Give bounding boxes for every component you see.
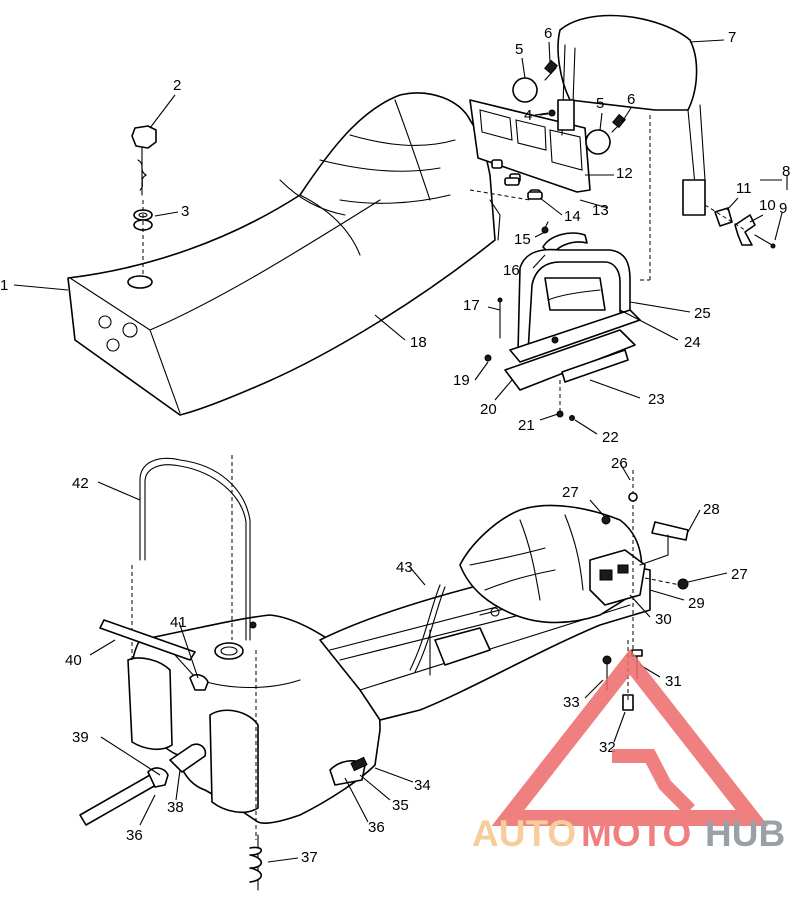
callout-38: 38 [167,799,184,816]
rack-fasteners [484,297,575,421]
callout-3: 3 [181,203,189,220]
fuel-line-36 [79,743,207,826]
callout-2: 2 [173,77,181,94]
callout-16: 16 [503,262,520,279]
callout-7: 7 [728,29,736,46]
callout-5b: 5 [596,95,604,112]
rear-seat-cushion [459,504,646,624]
rear-bracket [601,470,689,660]
watermark-logo-triangle [491,649,769,826]
watermark-triangle-inner [612,749,695,815]
backrest-pad [557,14,706,280]
callout-11: 11 [736,180,752,197]
callout-40: 40 [65,652,82,669]
vent-line [131,455,257,660]
callout-14: 14 [564,208,581,225]
callout-23: 23 [648,391,665,408]
callout-30: 30 [655,611,672,628]
callout-15: 15 [514,231,531,248]
callout-18: 18 [410,334,427,351]
callout-5a: 5 [515,41,523,58]
watermark-hub: HUB [705,813,785,854]
callout-6a: 6 [544,25,552,42]
callout-8: 8 [782,163,790,180]
fuel-cap [131,125,157,196]
fuel-line-40 [99,619,209,691]
callout-39: 39 [72,729,89,746]
rack-plate [504,329,636,391]
callout-32: 32 [599,739,616,756]
watermark-triangle-outer [491,649,769,826]
callout-9: 9 [779,200,787,217]
callout-36a: 36 [126,827,143,844]
automotohub-watermark: AUTO MOTO HUB [472,649,785,854]
callout-17: 17 [463,297,480,314]
callout-34: 34 [414,777,431,794]
callout-21: 21 [518,417,535,434]
callout-13: 13 [592,202,609,219]
callout-29: 29 [688,595,705,612]
tank-spring [249,650,263,891]
callout-27a: 27 [562,484,579,501]
screw-4 [539,109,556,117]
callout-22: 22 [602,429,619,446]
callout-31: 31 [665,673,682,690]
callout-26: 26 [611,455,628,472]
callout-labels: 1 2 3 4 5 6 5 6 7 8 9 10 11 12 13 14 15 … [0,25,790,866]
callout-35: 35 [392,797,409,814]
callout-27b: 27 [731,566,748,583]
callout-25: 25 [694,305,711,322]
watermark-auto: AUTO [472,813,576,854]
callout-20: 20 [480,401,497,418]
callout-37: 37 [301,849,318,866]
cover-disc-left [512,59,558,103]
knob-assembly [704,204,776,249]
seat [67,92,501,416]
callout-19: 19 [453,372,470,389]
callout-10: 10 [759,197,776,214]
callout-4: 4 [524,107,532,124]
callout-12: 12 [616,165,633,182]
callout-28: 28 [703,501,720,518]
watermark-moto: MOTO [581,813,691,854]
callout-36b: 36 [368,819,385,836]
callout-33: 33 [563,694,580,711]
bolts-13-14 [469,177,543,201]
callout-1: 1 [0,277,8,294]
callout-43: 43 [396,559,413,576]
callout-41: 41 [170,614,187,631]
callout-24: 24 [684,334,701,351]
grommet [133,200,153,275]
callout-6b: 6 [627,91,635,108]
cover-disc-right [585,113,626,155]
callout-42: 42 [72,475,89,492]
